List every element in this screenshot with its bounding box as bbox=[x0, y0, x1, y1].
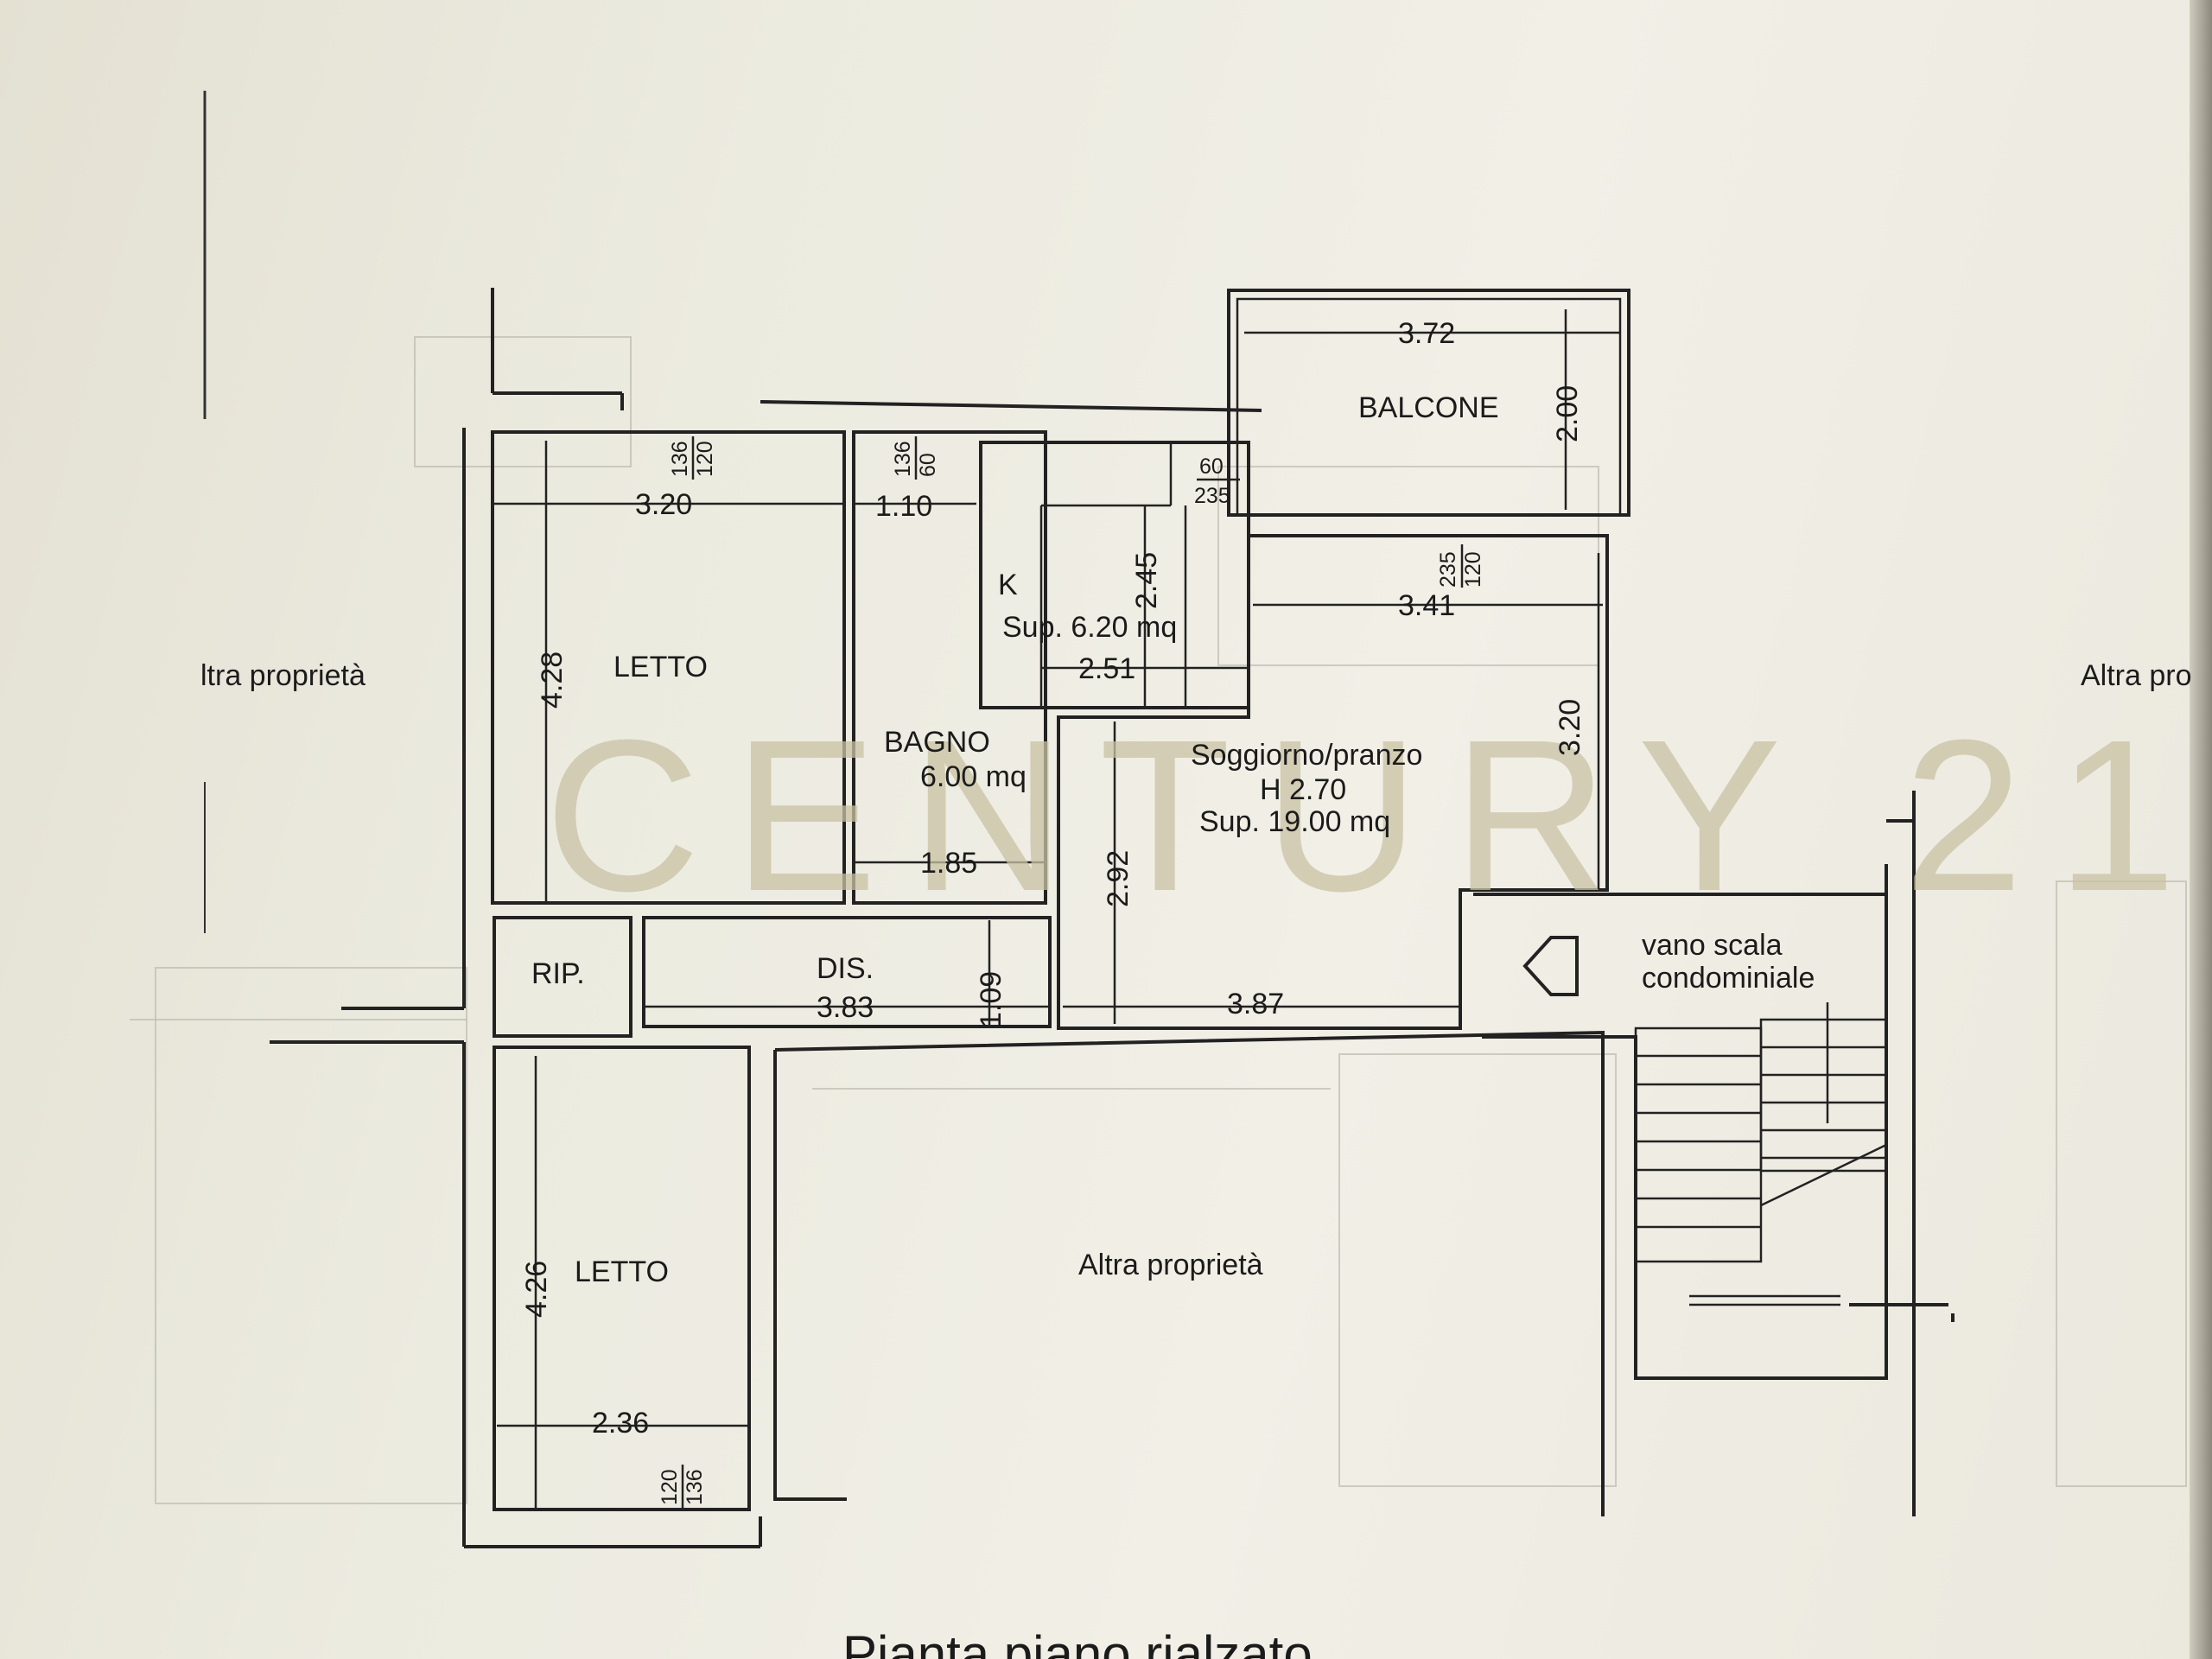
window-4-top: 120 bbox=[1461, 551, 1485, 588]
dim-balcone-width: 3.72 bbox=[1398, 317, 1455, 350]
balcone-label: BALCONE bbox=[1358, 391, 1499, 424]
dim-soggiorno-depth: 2.92 bbox=[1102, 850, 1135, 907]
dimension-lines bbox=[493, 309, 1620, 1508]
dim-kitchen-width: 2.51 bbox=[1078, 652, 1135, 685]
disimpegno-label: DIS. bbox=[817, 952, 874, 985]
soggiorno-area: Sup. 19.00 mq bbox=[1199, 805, 1390, 838]
scala-label-line2: condominiale bbox=[1642, 962, 1815, 995]
dim-letto-bottom-height: 4.26 bbox=[520, 1261, 553, 1318]
entrance-arrow-icon bbox=[1522, 936, 1579, 996]
dim-kitchen-height: 2.45 bbox=[1130, 552, 1163, 609]
plan-caption: Pianta piano rialzato bbox=[842, 1625, 1313, 1659]
neighbour-area-bottom bbox=[773, 1030, 1605, 1516]
letto-top-label: LETTO bbox=[613, 651, 708, 683]
watermark-text: CENTURY 21 bbox=[544, 695, 2209, 936]
dim-letto-top-width: 3.20 bbox=[635, 488, 692, 521]
soggiorno-height: H 2.70 bbox=[1260, 773, 1346, 806]
neighbour-bottom-label: Altra proprietà bbox=[1078, 1249, 1263, 1281]
kitchen-label: K bbox=[998, 569, 1018, 601]
window-5-bottom: 136 bbox=[683, 1469, 707, 1505]
window-1-bottom: 136 bbox=[668, 441, 692, 477]
neighbour-left-label: ltra proprietà bbox=[200, 659, 365, 692]
window-3-top: 60 bbox=[1199, 454, 1224, 479]
dim-balcone-height: 2.00 bbox=[1551, 385, 1584, 442]
bagno-area: 6.00 mq bbox=[920, 760, 1027, 793]
window-5-top: 120 bbox=[658, 1469, 682, 1505]
page-edge-shadow bbox=[2190, 0, 2212, 1659]
letto-bottom-label: LETTO bbox=[575, 1255, 669, 1288]
neighbour-right-label: Altra pro bbox=[2081, 659, 2192, 692]
scala-label-line1: vano scala bbox=[1642, 929, 1783, 962]
staircase-steps bbox=[1634, 1002, 1888, 1306]
room-ripostiglio bbox=[493, 916, 632, 1038]
dim-corridor-width: 3.87 bbox=[1227, 988, 1284, 1020]
dim-bagno-width-top: 1.10 bbox=[875, 490, 932, 523]
wall-stubs bbox=[270, 1007, 1955, 1322]
room-letto-bottom bbox=[493, 1046, 751, 1511]
room-letto-top bbox=[491, 430, 846, 905]
kitchen-area: Sup. 6.20 mq bbox=[1002, 611, 1177, 644]
stair-hall bbox=[1473, 791, 1916, 1516]
soggiorno-label: Soggiorno/pranzo bbox=[1191, 739, 1422, 772]
window-3-bottom: 235 bbox=[1194, 484, 1230, 508]
room-soggiorno bbox=[1057, 534, 1609, 1030]
dim-letto-bottom-width: 2.36 bbox=[592, 1407, 649, 1440]
ripostiglio-label: RIP. bbox=[531, 957, 585, 990]
dim-dis-height: 1.09 bbox=[975, 971, 1007, 1028]
room-disimpegno bbox=[642, 916, 1052, 1028]
dim-bagno-width: 1.85 bbox=[920, 847, 977, 880]
window-fraction-lines bbox=[681, 436, 1464, 1508]
window-1-top: 120 bbox=[693, 441, 717, 477]
dim-letto-top-height: 4.28 bbox=[536, 652, 569, 709]
window-2-bottom: 136 bbox=[891, 441, 915, 477]
outer-walls bbox=[270, 288, 1262, 1548]
window-4-bottom: 235 bbox=[1436, 551, 1460, 588]
bleed-through-lines bbox=[130, 336, 2187, 1504]
dim-dis-width: 3.83 bbox=[817, 991, 874, 1024]
window-2-top: 60 bbox=[916, 453, 940, 477]
bagno-label: BAGNO bbox=[884, 726, 990, 759]
dim-soggiorno-height: 3.20 bbox=[1554, 699, 1586, 756]
dim-soggiorno-width: 3.41 bbox=[1398, 589, 1455, 622]
